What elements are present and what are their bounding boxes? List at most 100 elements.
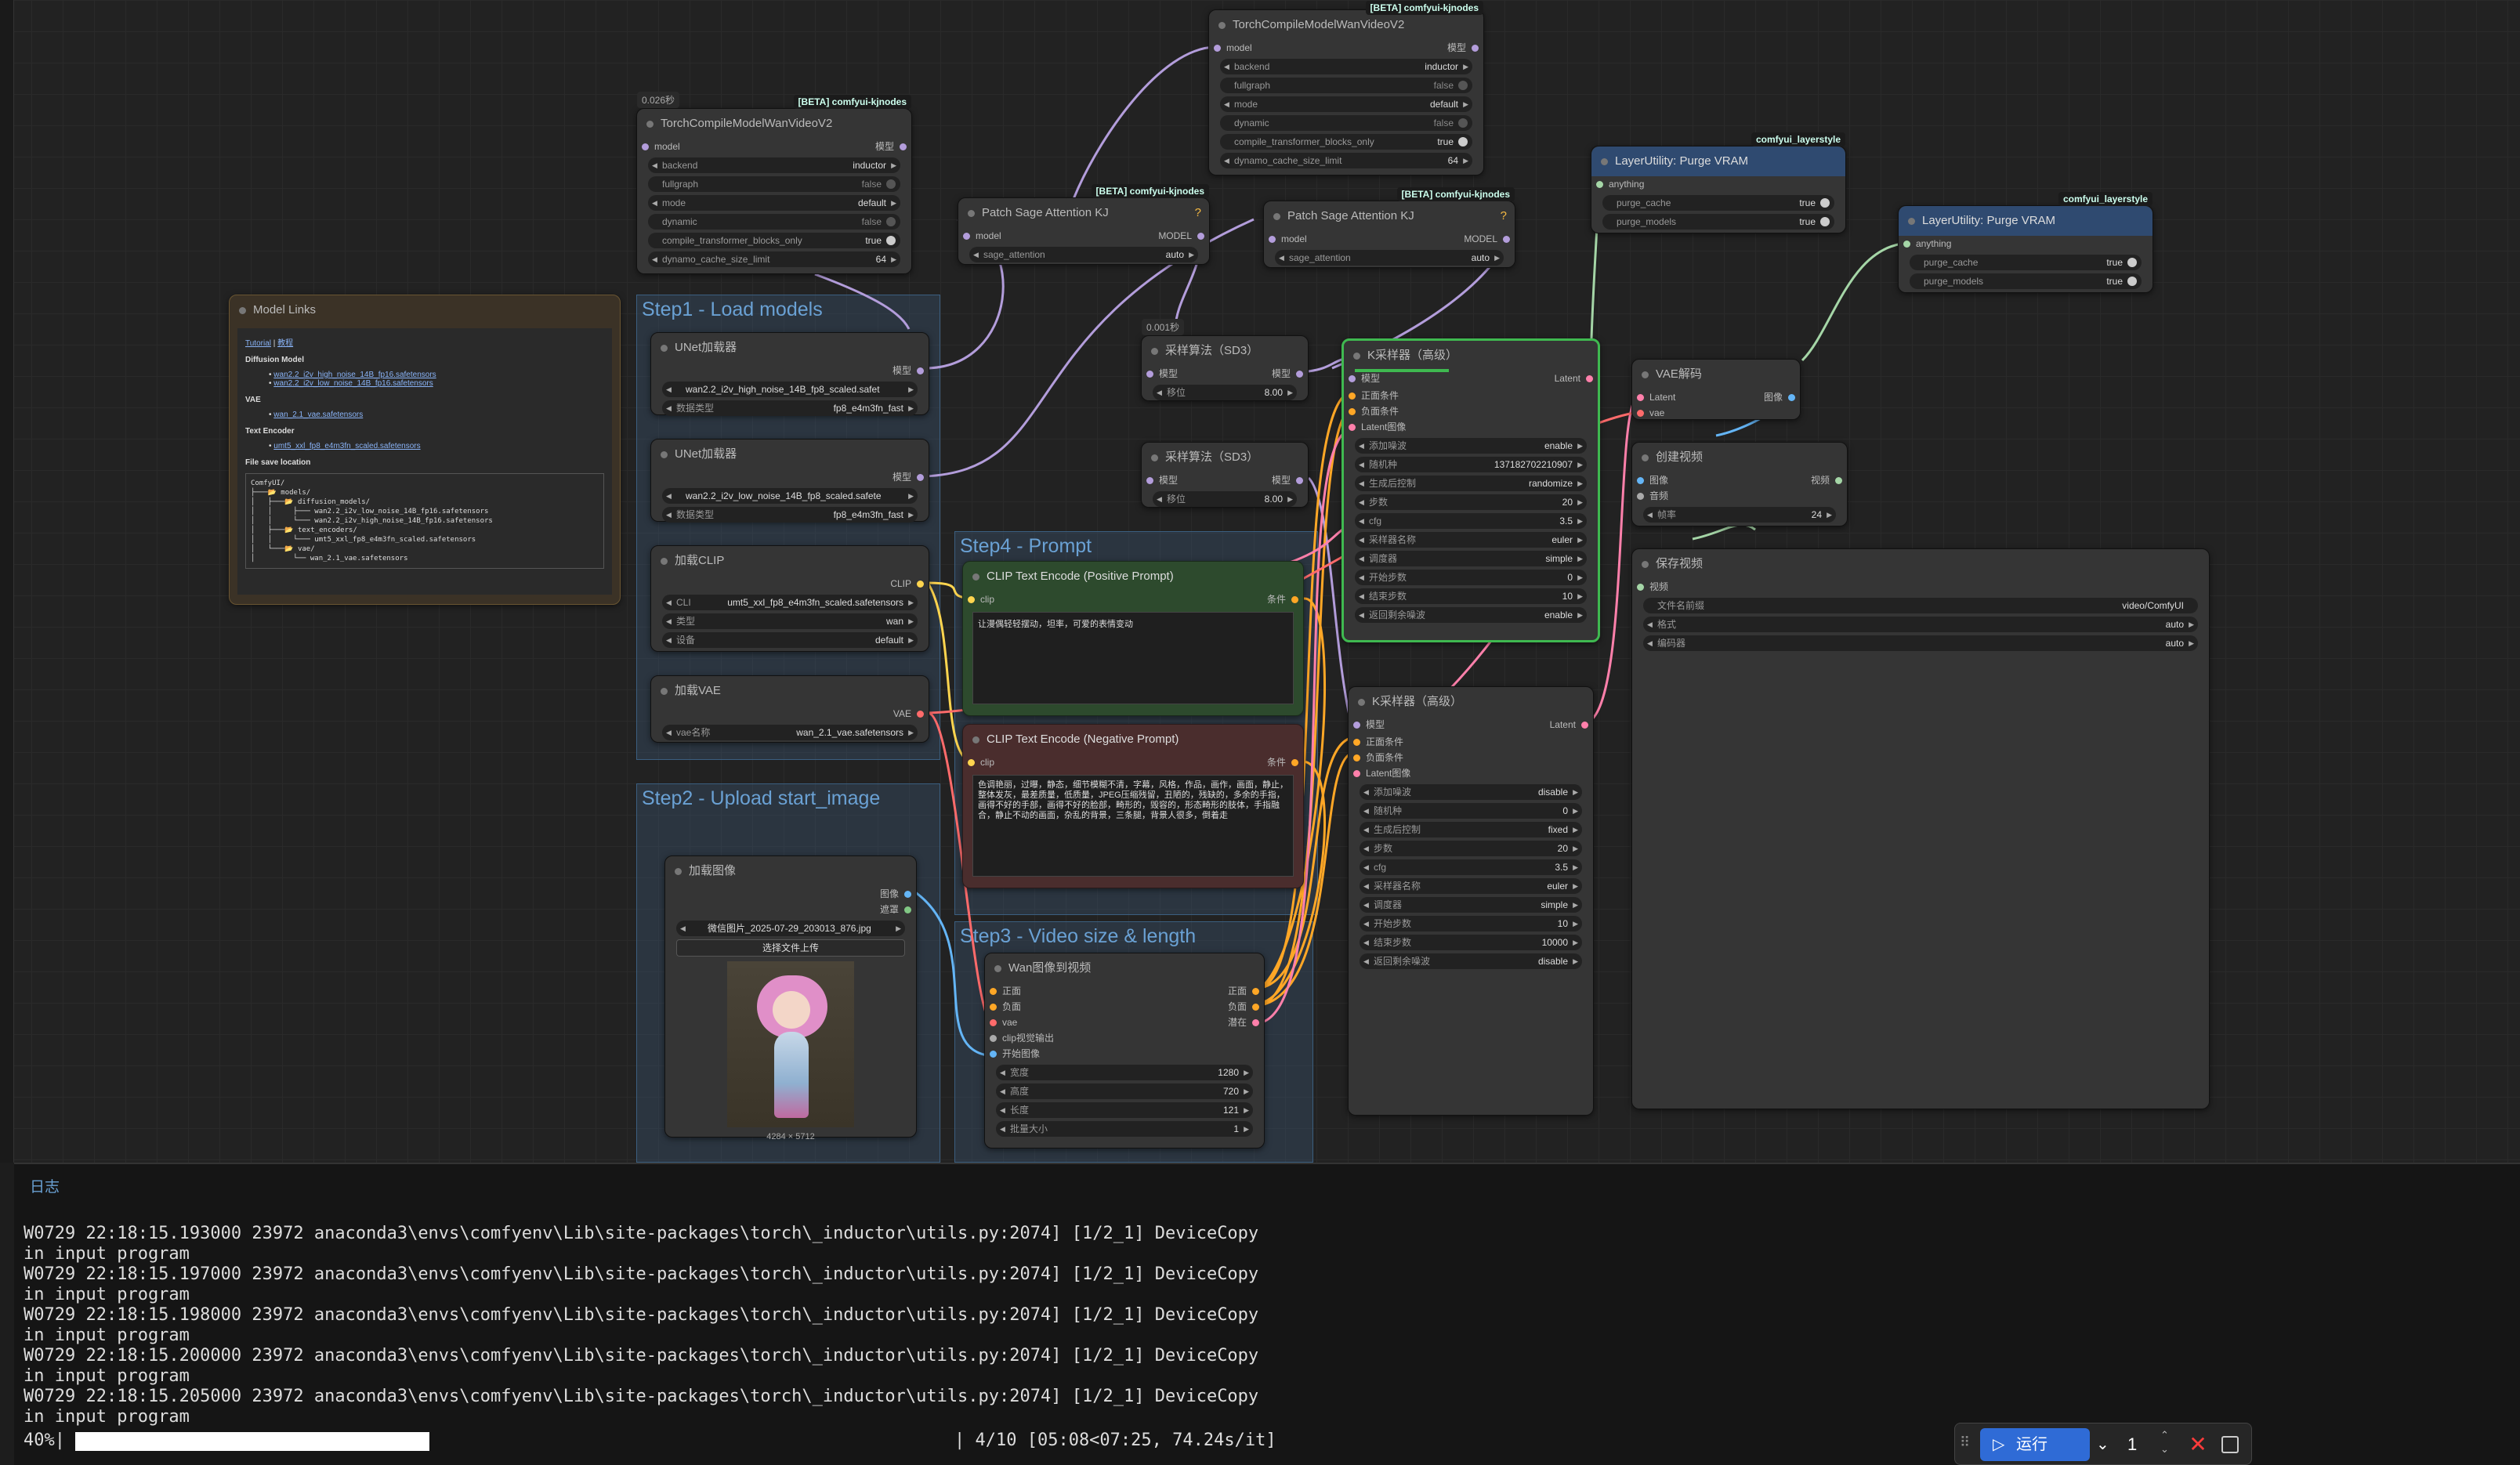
node-title[interactable]: CLIP Text Encode (Negative Prompt) <box>963 725 1303 754</box>
chevron-down-icon[interactable]: ⌄ <box>2096 1436 2109 1453</box>
port-row[interactable]: Latent图像 <box>1344 419 1598 435</box>
node-sage-attention-2[interactable]: [BETA] comfyui-kjnodes Patch Sage Attent… <box>1263 187 1515 268</box>
node-title[interactable]: TorchCompileModelWanVideoV2 <box>1209 10 1483 40</box>
port-row[interactable]: Latent图像 <box>1349 765 1593 781</box>
drag-handle-icon[interactable]: ⠿ <box>1960 1434 1971 1450</box>
input-dot[interactable] <box>1637 584 1644 591</box>
node-purge-vram-2[interactable]: comfyui_layerstyle LayerUtility: Purge V… <box>1898 192 2153 293</box>
node-title[interactable]: Patch Sage Attention KJ? <box>958 198 1209 228</box>
model-link[interactable]: wan2.2_i2v_low_noise_14B_fp16.safetensor… <box>273 379 433 388</box>
toggle-icon[interactable] <box>886 217 896 226</box>
input-dot[interactable] <box>1637 394 1644 401</box>
input-dot[interactable] <box>990 1019 997 1026</box>
node-torch-compile-1[interactable]: 0.026秒 [BETA] comfyui-kjnodes TorchCompi… <box>636 92 912 274</box>
node-title[interactable]: Patch Sage Attention KJ? <box>1264 201 1515 231</box>
run-button[interactable]: ▷ 运行 ⌄ <box>1980 1428 2109 1461</box>
input-dot[interactable] <box>1637 493 1644 500</box>
node-purge-vram-1[interactable]: comfyui_layerstyle LayerUtility: Purge V… <box>1591 132 1846 233</box>
node-title[interactable]: LayerUtility: Purge VRAM <box>1899 206 2152 236</box>
widget-shift[interactable]: 移位8.00 <box>1153 491 1297 507</box>
port-row[interactable]: 负面负面 <box>985 999 1264 1015</box>
x-icon[interactable]: ✕ <box>2189 1432 2207 1456</box>
node-title[interactable]: UNet加载器 <box>651 440 929 469</box>
output-dot[interactable] <box>1252 988 1259 995</box>
widget-unet-name[interactable]: wan2.2_i2v_low_noise_14B_fp8_scaled.safe… <box>662 488 918 504</box>
node-title[interactable]: VAE解码 <box>1632 360 1800 389</box>
output-dot[interactable] <box>1586 375 1593 382</box>
input-dot[interactable] <box>1353 722 1360 729</box>
port-row[interactable]: anything <box>1899 236 2152 251</box>
input-dot[interactable] <box>963 233 970 240</box>
input-dot[interactable] <box>1637 477 1644 484</box>
node-title[interactable]: 加载图像 <box>665 856 916 886</box>
port-row[interactable]: VAE <box>651 706 929 722</box>
input-dot[interactable] <box>990 1004 997 1011</box>
toggle-icon[interactable] <box>1820 198 1830 208</box>
output-dot[interactable] <box>1788 394 1795 401</box>
node-unet-loader-2[interactable]: UNet加载器 模型 wan2.2_i2v_low_noise_14B_fp8_… <box>650 439 929 523</box>
toggle-icon[interactable] <box>2127 277 2137 286</box>
output-dot[interactable] <box>1835 477 1842 484</box>
output-dot[interactable] <box>917 474 924 481</box>
node-title[interactable]: Wan图像到视频 <box>985 953 1264 983</box>
port-row[interactable]: 正面条件 <box>1344 388 1598 403</box>
node-title[interactable]: 创建视频 <box>1632 443 1847 472</box>
prompt-textarea[interactable]: 让漫偶轻轻摆动，坦率，可爱的表情变动 <box>972 612 1294 704</box>
port-row[interactable]: 模型模型 <box>1142 366 1308 382</box>
input-dot[interactable] <box>1214 45 1221 52</box>
widget-image-file[interactable]: 微信图片_2025-07-29_203013_876.jpg <box>676 921 905 936</box>
input-dot[interactable] <box>1349 424 1356 431</box>
node-canvas[interactable]: Step1 - Load models Step2 - Upload start… <box>0 0 2520 1163</box>
model-link[interactable]: wan_2.1_vae.safetensors <box>273 411 364 419</box>
output-dot[interactable] <box>1296 477 1303 484</box>
input-dot[interactable] <box>1146 371 1153 378</box>
output-dot[interactable] <box>1291 759 1298 766</box>
port-row[interactable]: 正面条件 <box>1349 734 1593 750</box>
